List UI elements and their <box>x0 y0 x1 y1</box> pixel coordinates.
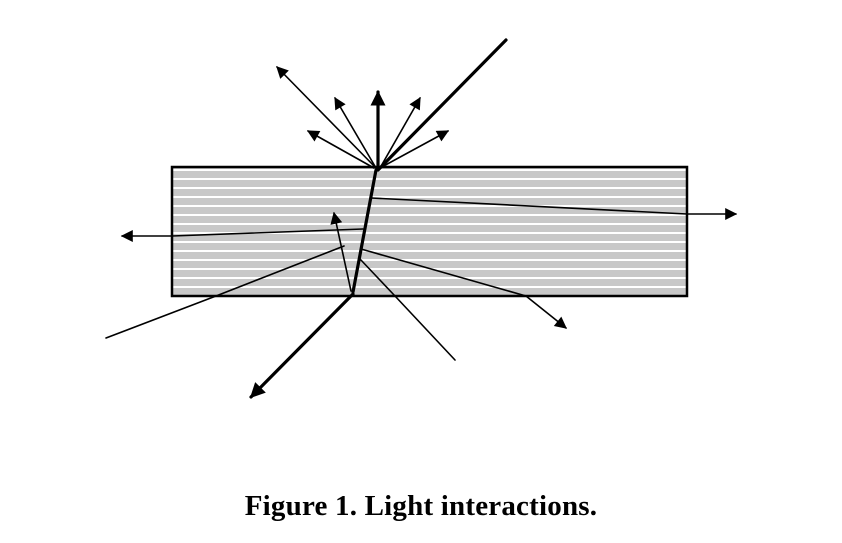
scatter-lower-right <box>360 248 567 329</box>
refracted-beam <box>351 168 378 294</box>
scatter-lower-left <box>105 245 345 339</box>
scatter-left-exit <box>120 228 364 242</box>
incident-beam <box>376 38 508 172</box>
reflected-rays <box>276 66 450 170</box>
material-slab <box>170 165 689 298</box>
internal-reflection <box>330 211 352 292</box>
scatter-right-exit <box>370 197 738 220</box>
transmitted-beam <box>249 292 355 399</box>
scatter-downward <box>359 258 456 361</box>
figure-caption: Figure 1. Light interactions. <box>244 490 598 522</box>
light-interaction-diagram <box>105 38 738 399</box>
